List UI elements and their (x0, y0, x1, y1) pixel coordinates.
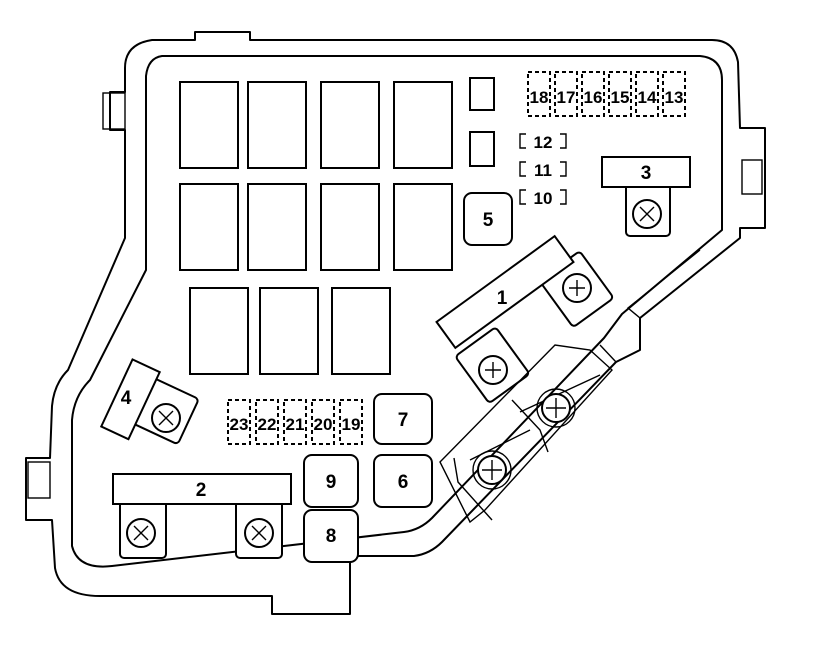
fuse-3: 3 (601, 156, 691, 237)
small-relay-slot (469, 77, 495, 111)
relay-grid (179, 77, 495, 375)
fuse-7-body (373, 393, 433, 445)
fuse-4-body (99, 358, 162, 441)
small-relay-slot (469, 131, 495, 167)
fuse-2-body (112, 473, 292, 505)
fuse-label-16: 16 (584, 88, 603, 107)
fuse-9-body (303, 454, 359, 508)
relay-slot (393, 81, 453, 169)
relay-slot (179, 183, 239, 271)
fuse-2: 2 (112, 473, 292, 559)
fuse-label-1: 1 (497, 288, 508, 309)
fuse-label-8: 8 (326, 526, 337, 547)
terminal-bolt-icon (472, 450, 512, 490)
small-fuses-bottom: 23 22 21 20 19 (227, 399, 363, 445)
fuse-label-7: 7 (398, 410, 409, 431)
relay-slot (247, 183, 307, 271)
block-fuses: 5 7 9 6 8 (303, 192, 513, 563)
fuse-6-body (373, 454, 433, 508)
fuse-label-2: 2 (196, 480, 207, 501)
terminal-block (439, 344, 613, 524)
fuse-label-9: 9 (326, 472, 337, 493)
fuse-label-18: 18 (530, 88, 549, 107)
relay-slot (320, 81, 380, 169)
fuse-label-6: 6 (398, 472, 409, 493)
relay-slot (393, 183, 453, 271)
fuse-3-body (601, 156, 691, 188)
fuse-label-22: 22 (258, 415, 277, 434)
terminal-bolt-icon (536, 388, 576, 428)
fuse-label-20: 20 (314, 415, 333, 434)
fuse-label-3: 3 (641, 163, 652, 184)
relay-slot (331, 287, 391, 375)
fuse-1-body (435, 234, 575, 350)
fuse-8-body (303, 509, 359, 563)
small-fuses-side: 12 11 10 (519, 133, 567, 208)
fuse-label-5: 5 (483, 210, 494, 231)
small-fuses-top: 18 17 16 15 14 13 (527, 71, 686, 117)
fuse-5-body (463, 192, 513, 246)
fuse-4: 4 (99, 358, 199, 445)
relay-slot (247, 81, 307, 169)
fuse-label-15: 15 (611, 88, 630, 107)
fuse-label-17: 17 (557, 88, 576, 107)
fuse-box-housing (25, 31, 766, 615)
fuse-label-14: 14 (638, 88, 657, 107)
fuse-label-10: 10 (534, 189, 553, 208)
fuse-label-4: 4 (121, 388, 132, 409)
fuse-1: 1 (435, 234, 614, 403)
relay-slot (189, 287, 249, 375)
fuse-label-19: 19 (342, 415, 361, 434)
fuse-label-11: 11 (534, 161, 552, 180)
relay-slot (320, 183, 380, 271)
relay-slot (179, 81, 239, 169)
fuse-label-12: 12 (534, 133, 553, 152)
fuse-label-23: 23 (230, 415, 249, 434)
fuse-label-13: 13 (665, 88, 684, 107)
fuse-label-21: 21 (286, 415, 305, 434)
relay-slot (259, 287, 319, 375)
